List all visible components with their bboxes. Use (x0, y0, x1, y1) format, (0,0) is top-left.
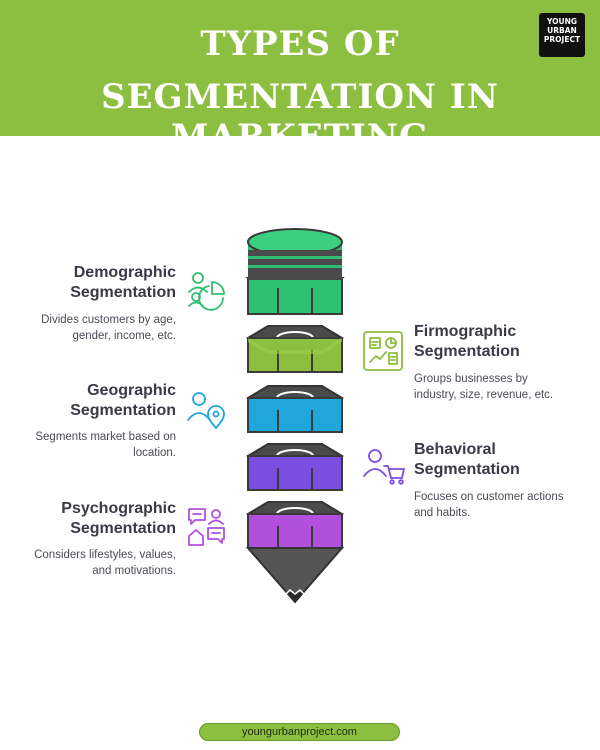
segment-firmographic-desc-line1: Groups businesses by (414, 373, 528, 385)
segment-geographic-desc-line1: Segments market based on (35, 431, 176, 443)
logo-text-line1: YOUNG (546, 17, 578, 26)
segment-psychographic-title: Psychographic Segmentation (30, 499, 176, 539)
business-dashboard-icon (363, 331, 403, 371)
footer-url-pill (199, 723, 400, 741)
segment-behavioral-title: Behavioral Segmentation (414, 440, 584, 480)
segment-firmographic-title-line2: Segmentation (414, 343, 520, 360)
segment-demographic-desc-line2: gender, income, etc. (72, 330, 176, 342)
person-location-pin-icon (187, 392, 225, 429)
segment-demographic-title: Demographic Segmentation (40, 263, 176, 303)
stack-pencil-tip (245, 547, 345, 604)
segment-geographic-title-line2: Segmentation (70, 402, 176, 419)
person-shopping-cart-icon (363, 449, 405, 485)
page-title-line2: SEGMENTATION IN MARKETING (101, 77, 499, 157)
segment-demographic-desc-line1: Divides customers by age, (41, 314, 176, 326)
segment-firmographic-title: Firmographic Segmentation (414, 322, 584, 362)
stack-nut-geographic (246, 385, 344, 433)
stack-nut-behavioral (246, 443, 344, 491)
stack-top-cylinder (245, 228, 345, 315)
segment-firmographic-desc-line2: industry, size, revenue, etc. (414, 389, 554, 401)
logo-text-line3: PROJECT (543, 35, 581, 44)
segment-geographic-title-line1: Geographic (87, 382, 176, 399)
logo-text-line2: URBAN (547, 26, 577, 35)
segment-demographic-title-line2: Segmentation (70, 284, 176, 301)
segment-behavioral-desc: Focuses on customer actions and habits. (414, 489, 594, 521)
segment-behavioral-desc-line1: Focuses on customer actions (414, 491, 564, 503)
segment-demographic-desc: Divides customers by age, gender, income… (18, 312, 176, 344)
segment-psychographic-title-line2: Segmentation (70, 520, 176, 537)
segment-geographic-desc-line2: location. (133, 447, 176, 459)
brand-logo: YOUNG URBAN PROJECT (539, 13, 585, 57)
segment-demographic-title-line1: Demographic (73, 264, 176, 281)
segment-psychographic-title-line1: Psychographic (61, 500, 176, 517)
stack-nut-psychographic (246, 501, 344, 549)
header-banner (0, 0, 600, 136)
segment-firmographic-desc: Groups businesses by industry, size, rev… (414, 371, 594, 403)
segment-behavioral-title-line1: Behavioral (414, 441, 496, 458)
segment-firmographic-title-line1: Firmographic (414, 323, 517, 340)
chat-home-person-icon (188, 508, 225, 546)
stack-nut-firmographic (246, 325, 344, 373)
page-title-line1: TYPES OF (200, 24, 400, 64)
segment-psychographic-desc-line1: Considers lifestyles, values, (34, 549, 176, 561)
segmentation-pencil-stack (245, 228, 345, 604)
segment-psychographic-desc: Considers lifestyles, values, and motiva… (18, 547, 176, 579)
segment-behavioral-title-line2: Segmentation (414, 461, 520, 478)
segment-behavioral-desc-line2: and habits. (414, 507, 471, 519)
segment-psychographic-desc-line2: and motivations. (92, 565, 176, 577)
people-pie-chart-icon (188, 272, 225, 311)
segment-geographic-title: Geographic Segmentation (40, 381, 176, 421)
segment-geographic-desc: Segments market based on location. (18, 429, 176, 461)
footer-url[interactable]: youngurbanproject.com (242, 726, 357, 738)
